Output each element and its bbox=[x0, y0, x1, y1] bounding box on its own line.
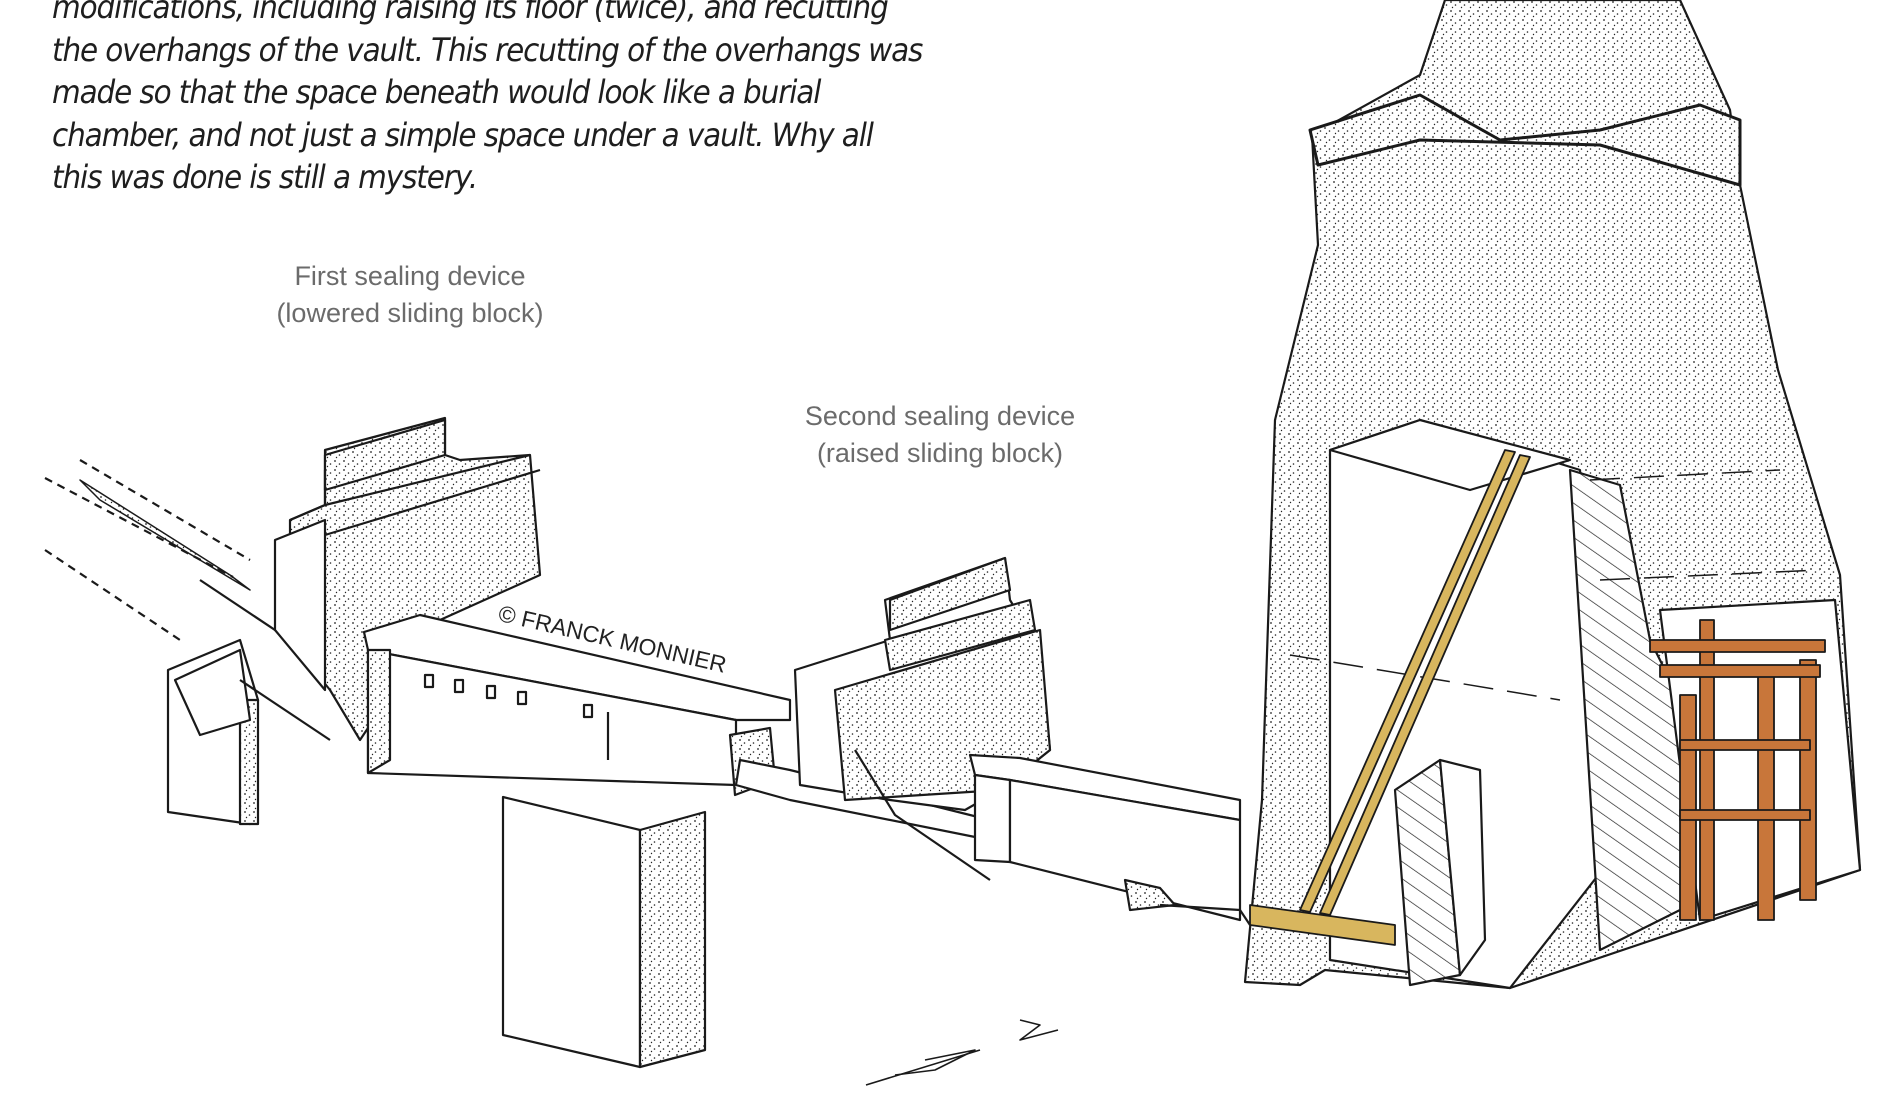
paragraph-line: chamber, and not just a simple space und… bbox=[52, 115, 874, 154]
paragraph-line: made so that the space beneath would loo… bbox=[52, 73, 821, 111]
label-line: (raised sliding block) bbox=[816, 438, 1064, 468]
north-arrow-icon bbox=[865, 1019, 1059, 1086]
ladder bbox=[1249, 449, 1531, 946]
label-line: Second sealing device bbox=[804, 401, 1076, 431]
first-sealing-block bbox=[273, 416, 542, 742]
paragraph-line: modifications, including raising its flo… bbox=[52, 0, 889, 26]
first-sealing-device-label: First sealing device (lowered sliding bl… bbox=[200, 258, 620, 332]
paragraph-line: the overhangs of the vault. This recutti… bbox=[52, 30, 923, 69]
paragraph-line: this was done is still a mystery. bbox=[52, 158, 478, 196]
descending-corridor bbox=[44, 459, 366, 826]
label-line: (lowered sliding block) bbox=[276, 298, 544, 328]
second-sealing-device-label: Second sealing device (raised sliding bl… bbox=[730, 398, 1150, 472]
lower-pillar bbox=[501, 795, 707, 1069]
timber-frame bbox=[1649, 619, 1826, 921]
label-line: First sealing device bbox=[294, 261, 526, 291]
description-paragraph: modifications, including raising its flo… bbox=[52, 0, 1009, 199]
lower-corridor bbox=[968, 753, 1251, 926]
upper-corridor bbox=[362, 613, 792, 787]
